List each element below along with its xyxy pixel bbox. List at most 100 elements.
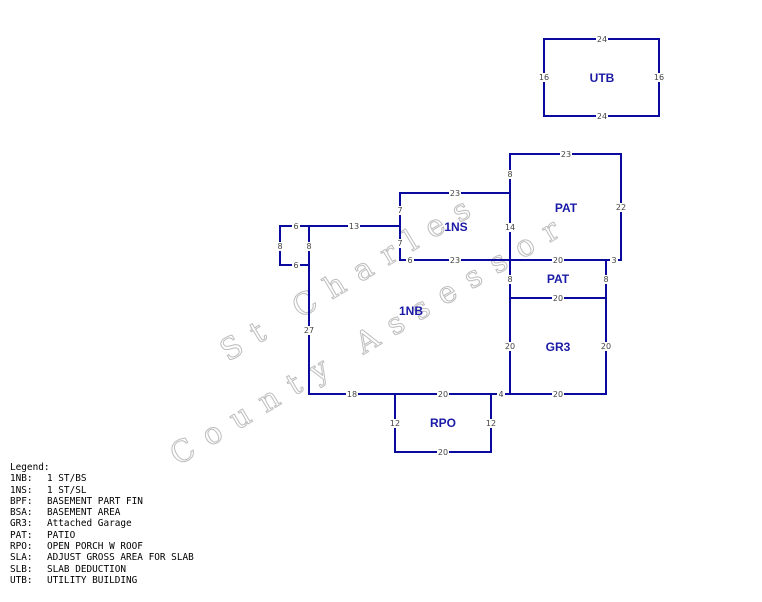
dim-bump-top-text: 6 <box>293 222 298 231</box>
dim-pat-corner-8-text: 8 <box>507 275 512 284</box>
legend-desc: 1 ST/BS <box>47 473 87 485</box>
legend-desc: Attached Garage <box>47 518 132 530</box>
legend-desc: BASEMENT AREA <box>47 507 121 519</box>
dim-ins-bottom-text: 23 <box>450 256 460 265</box>
dim-ins-left-top: 7 <box>396 206 404 215</box>
legend-desc: BASEMENT PART FIN <box>47 495 143 507</box>
legend-item: 1NB: 1 ST/BS <box>10 473 194 484</box>
dim-ins-top: 23 <box>449 189 461 198</box>
dim-bump-left-text: 8 <box>277 242 282 251</box>
dim-inb-bottom-left: 18 <box>346 390 358 399</box>
legend-item: UTB: UTILITY BUILDING <box>10 575 194 586</box>
inb-label: 1NB <box>399 304 423 318</box>
dim-ins-bottom: 23 <box>449 256 461 265</box>
legend-title: Legend: <box>10 462 50 473</box>
dim-pat-top: 23 <box>560 150 572 159</box>
dim-pat-right: 22 <box>615 203 627 212</box>
dim-utb-top: 24 <box>596 35 608 44</box>
dim-rpo-bottom-text: 20 <box>438 448 448 457</box>
legend-code: BPF: <box>10 495 33 507</box>
dim-inb-left-text: 27 <box>304 326 314 335</box>
dim-patl-right-text: 8 <box>603 275 608 284</box>
legend-desc: UTILITY BUILDING <box>47 574 138 586</box>
dim-inb-bottom-right-text: 4 <box>498 390 503 399</box>
dim-ins-left-top-text: 7 <box>397 206 402 215</box>
dim-ins-corner-6-text: 6 <box>407 256 412 265</box>
legend-desc: 1 ST/SL <box>47 484 87 496</box>
dim-utb-right: 16 <box>653 73 665 82</box>
pat-lower-label: PAT <box>547 272 570 286</box>
legend-item: RPO: OPEN PORCH W ROOF <box>10 541 194 552</box>
dim-pat-left-mid-text: 14 <box>505 223 515 232</box>
dim-patl-bottom: 20 <box>552 294 564 303</box>
legend-code: GR3: <box>10 518 33 530</box>
legend-code: SLA: <box>10 552 33 564</box>
legend-desc: OPEN PORCH W ROOF <box>47 541 143 553</box>
legend-code: PAT: <box>10 529 33 541</box>
bump-outline <box>279 225 309 266</box>
dim-utb-left-text: 16 <box>539 73 549 82</box>
legend-item: 1NS: 1 ST/SL <box>10 485 194 496</box>
legend-code: BSA: <box>10 507 33 519</box>
dim-utb-bottom: 24 <box>596 112 608 121</box>
dim-patl-right: 8 <box>602 275 610 284</box>
dim-ins-left-bottom-text: 7 <box>397 239 402 248</box>
utb-label: UTB <box>590 71 615 85</box>
dim-inb-left: 27 <box>303 326 315 335</box>
legend-code: 1NB: <box>10 473 33 485</box>
dim-utb-bottom-text: 24 <box>597 112 607 121</box>
dim-rpo-left-text: 12 <box>390 419 400 428</box>
dim-ins-top-text: 23 <box>450 189 460 198</box>
dim-pat-bottom-text: 20 <box>553 256 563 265</box>
ins-label: 1NS <box>444 220 467 234</box>
dim-ins-corner-6: 6 <box>406 256 414 265</box>
dim-pat-left-top-text: 8 <box>507 170 512 179</box>
dim-gr3-left-text: 20 <box>505 342 515 351</box>
dim-pat-corner-3-text: 3 <box>611 256 616 265</box>
dim-pat-top-text: 23 <box>561 150 571 159</box>
dim-utb-top-text: 24 <box>597 35 607 44</box>
dim-pat-left-top: 8 <box>506 170 514 179</box>
legend-code: UTB: <box>10 574 33 586</box>
legend-item: BPF: BASEMENT PART FIN <box>10 496 194 507</box>
legend-code: RPO: <box>10 541 33 553</box>
dim-gr3-right: 20 <box>600 342 612 351</box>
dim-bump-right-text: 8 <box>306 242 311 251</box>
dim-gr3-bottom: 20 <box>552 390 564 399</box>
legend-item: GR3: Attached Garage <box>10 518 194 529</box>
dim-utb-right-text: 16 <box>654 73 664 82</box>
legend-code: 1NS: <box>10 484 33 496</box>
dimension-labels: 24 16 16 24 23 8 14 22 20 8 3 23 7 7 23 … <box>276 35 665 457</box>
dim-pat-bottom: 20 <box>552 256 564 265</box>
dim-gr3-left: 20 <box>504 342 516 351</box>
dim-rpo-right: 12 <box>485 419 497 428</box>
dim-bump-bottom: 6 <box>292 261 300 270</box>
dim-ins-left-bottom: 7 <box>396 239 404 248</box>
dim-inb-bottom-right: 4 <box>497 390 505 399</box>
gr3-label: GR3 <box>546 340 571 354</box>
legend-desc: PATIO <box>47 529 76 541</box>
legend-item: SLB: SLAB DEDUCTION <box>10 564 194 575</box>
dim-pat-left-mid: 14 <box>504 223 516 232</box>
legend-desc: ADJUST GROSS AREA FOR SLAB <box>47 552 194 564</box>
dim-rpo-right-text: 12 <box>486 419 496 428</box>
pat-upper-label: PAT <box>555 201 578 215</box>
dim-inb-bottom-mid-text: 20 <box>438 390 448 399</box>
legend-item: PAT: PATIO <box>10 530 194 541</box>
legend: Legend: 1NB: 1 ST/BS 1NS: 1 ST/SL BPF: BASE… <box>10 462 194 586</box>
dim-inb-bottom-left-text: 18 <box>347 390 357 399</box>
dim-inb-top-left-text: 13 <box>349 222 359 231</box>
legend-desc: SLAB DEDUCTION <box>47 563 127 575</box>
dim-gr3-right-text: 20 <box>601 342 611 351</box>
dim-bump-top: 6 <box>292 222 300 231</box>
dim-bump-bottom-text: 6 <box>293 261 298 270</box>
dim-rpo-left: 12 <box>389 419 401 428</box>
dim-inb-top-left: 13 <box>348 222 360 231</box>
dim-gr3-bottom-text: 20 <box>553 390 563 399</box>
legend-code: SLB: <box>10 563 33 575</box>
dim-utb-left: 16 <box>538 73 550 82</box>
legend-item: BSA: BASEMENT AREA <box>10 507 194 518</box>
dim-patl-bottom-text: 20 <box>553 294 563 303</box>
dim-pat-corner-3: 3 <box>610 256 618 265</box>
